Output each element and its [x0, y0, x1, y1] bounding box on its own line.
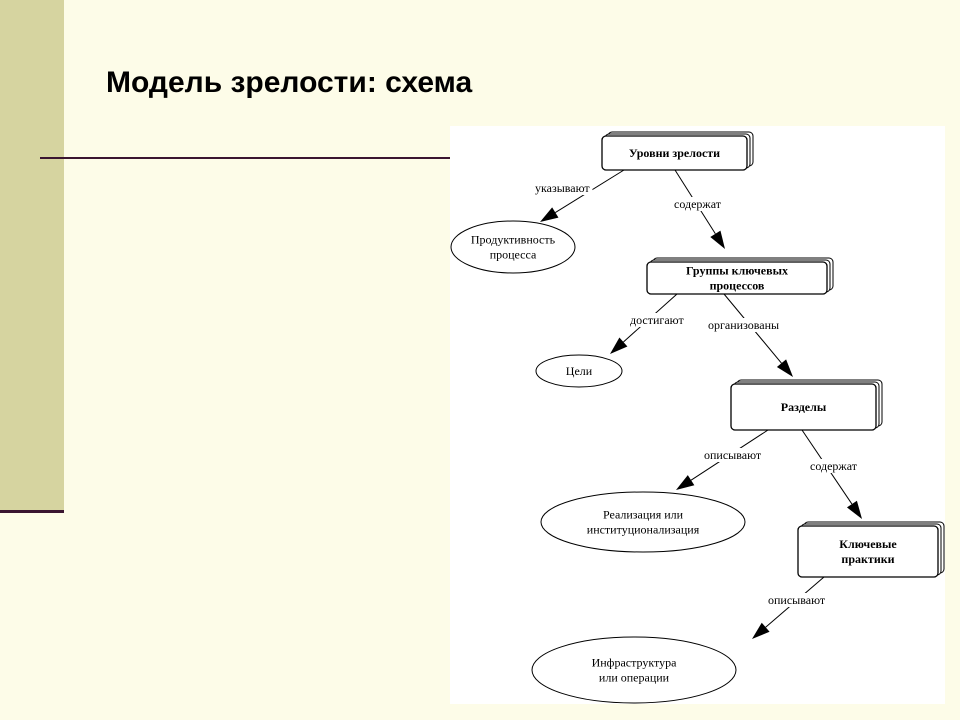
box-frame — [797, 525, 939, 578]
edge-features-to-implementation: описывают — [676, 429, 769, 490]
title-divider — [40, 157, 452, 159]
box-frame — [646, 261, 828, 295]
diagram-panel: указывают содержат достигают организованы оп… — [450, 126, 945, 704]
edge-label: организованы — [708, 318, 779, 332]
edge-label-bg — [808, 459, 860, 473]
node-label-line: Реализация или — [603, 508, 684, 522]
node-label-line: процессов — [710, 279, 765, 293]
arrowhead-icon — [540, 207, 559, 222]
ellipse-frame — [450, 220, 576, 274]
box-frame — [730, 383, 877, 431]
node-label-line: Ключевые — [839, 537, 897, 551]
edge-label-bg — [702, 448, 764, 462]
node-label-line: Цели — [566, 364, 593, 378]
ellipse-frame — [531, 636, 737, 704]
edge-label-bg — [672, 197, 724, 211]
sidebar-accent-band — [0, 0, 64, 512]
edge-features-to-practices: содержат — [801, 429, 862, 519]
arrowhead-icon — [676, 475, 695, 490]
edge-kpa-to-features: организованы — [706, 293, 793, 377]
node-label-line: Инфраструктура — [592, 656, 678, 670]
arrowhead-icon — [752, 622, 770, 639]
edge-label: описывают — [768, 593, 826, 607]
edge-label-bg — [706, 318, 782, 332]
box-frame — [601, 135, 748, 171]
edge-label-bg — [533, 181, 593, 195]
edge-label-bg — [766, 593, 828, 607]
arrowhead-icon — [776, 359, 793, 377]
node-common-features: Разделы — [730, 379, 883, 431]
node-label-line: Уровни зрелости — [629, 146, 720, 160]
arrowhead-icon — [610, 337, 628, 354]
node-maturity-levels: Уровни зрелости — [601, 131, 754, 171]
ellipse-frame — [535, 354, 623, 388]
node-label-line: или операции — [599, 671, 670, 685]
edge-label: достигают — [630, 313, 684, 327]
node-label-line: институционализация — [587, 523, 700, 537]
sidebar-accent-underline — [0, 510, 64, 513]
edge-levels-to-kpa: содержат — [672, 169, 725, 249]
arrowhead-icon — [846, 500, 862, 519]
edge-levels-to-capability: указывают — [533, 169, 625, 222]
edge-label: описывают — [704, 448, 762, 462]
maturity-model-diagram: указывают содержат достигают организованы оп… — [450, 131, 945, 704]
node-label-line: Продуктивность — [471, 233, 556, 247]
node-label-line: Группы ключевых — [686, 264, 788, 278]
slide-title: Модель зрелости: схема — [106, 66, 473, 99]
edge-label: содержат — [674, 197, 722, 211]
edge-label: содержат — [810, 459, 858, 473]
ellipse-frame — [540, 491, 746, 553]
edge-practices-to-infrastructure: описывают — [752, 576, 828, 639]
node-label-line: процесса — [490, 248, 537, 262]
node-label-line: Разделы — [781, 400, 827, 414]
edge-label-bg — [628, 313, 687, 327]
edge-kpa-to-goals: достигают — [610, 293, 687, 354]
node-goals: Цели — [535, 354, 623, 388]
node-label-line: практики — [841, 552, 894, 566]
arrowhead-icon — [710, 230, 725, 249]
edge-label: указывают — [535, 181, 590, 195]
